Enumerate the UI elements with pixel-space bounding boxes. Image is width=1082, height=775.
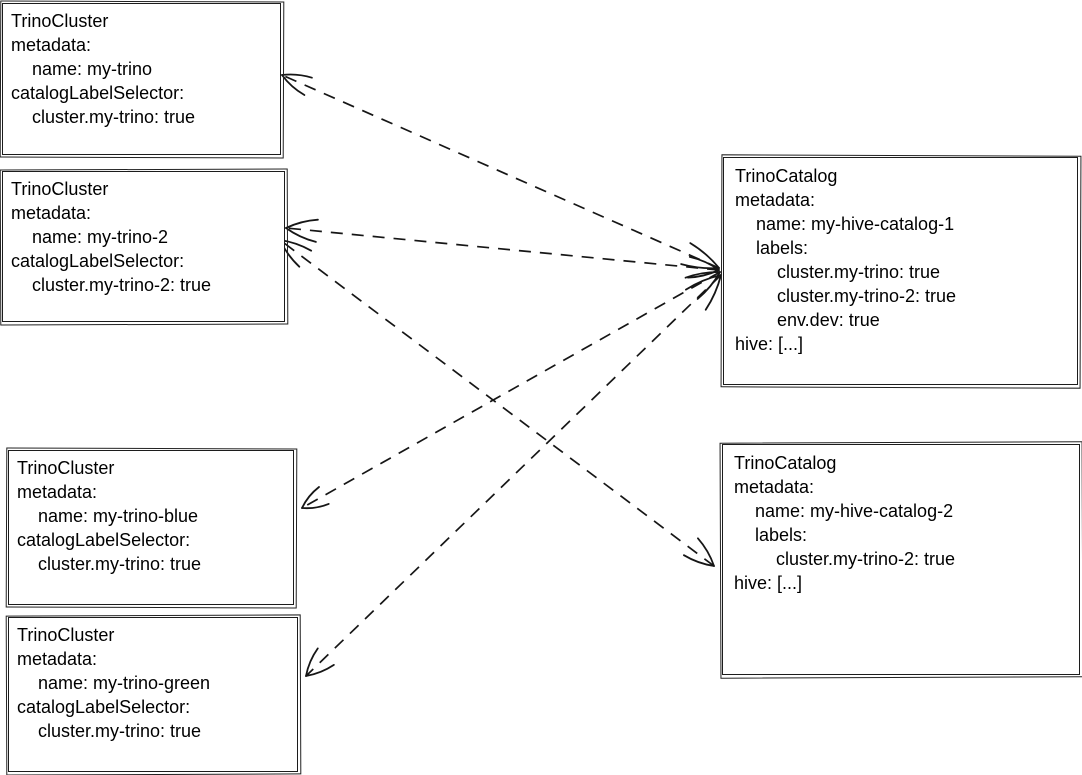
name-field: name: my-hive-catalog-2 [755, 501, 954, 521]
arrowhead [684, 271, 721, 279]
trinocluster-my-trino-2-box: TrinoCluster metadata: name: my-trino-2 … [2, 171, 285, 322]
name-field: name: my-hive-catalog-1 [756, 214, 955, 234]
metadata-label: metadata: [11, 35, 92, 55]
resource-kind: TrinoCatalog [735, 166, 838, 186]
arrowhead [688, 255, 720, 271]
arrowhead [285, 218, 319, 229]
arrowhead [305, 647, 319, 677]
trinocluster-my-trino-green-box: TrinoCluster metadata: name: my-trino-gr… [8, 617, 298, 772]
selector-entry: cluster.my-trino: true [32, 107, 196, 127]
resource-kind: TrinoCluster [11, 179, 109, 199]
label-entry: cluster.my-trino-2: true [777, 286, 957, 306]
arrowhead [697, 537, 715, 567]
trinocatalog-my-hive-catalog-2-box: TrinoCatalog metadata: name: my-hive-cat… [722, 444, 1080, 675]
metadata-label: metadata: [734, 477, 815, 497]
selector-label: catalogLabelSelector: [11, 251, 185, 271]
resource-kind: TrinoCluster [17, 625, 115, 645]
metadata-label: metadata: [17, 649, 98, 669]
arrowhead [687, 269, 720, 279]
resource-kind: TrinoCluster [11, 11, 109, 31]
labels-label: labels: [756, 238, 809, 258]
edge-my-hive-catalog-1-my-trino-green [305, 274, 722, 677]
arrowhead [301, 486, 320, 509]
trinocluster-my-trino-blue-box: TrinoCluster metadata: name: my-trino-bl… [8, 450, 294, 605]
label-entry: cluster.my-trino-2: true [776, 549, 956, 569]
arrowhead [281, 74, 306, 96]
arrowhead [685, 274, 722, 291]
arrowhead [696, 271, 721, 300]
arrowhead [281, 73, 313, 79]
arrowhead [683, 554, 715, 567]
name-field: name: my-trino [32, 59, 153, 79]
hive-field: hive: [...] [735, 334, 804, 354]
arrowhead [285, 227, 317, 243]
arrowhead [301, 503, 330, 510]
name-field: name: my-trino-blue [38, 506, 199, 526]
label-entry: env.dev: true [777, 310, 880, 330]
selector-label: catalogLabelSelector: [17, 530, 191, 550]
edge-my-hive-catalog-1-my-trino-blue [301, 271, 721, 509]
arrowhead [680, 263, 720, 270]
metadata-label: metadata: [17, 482, 98, 502]
trinocatalog-my-hive-catalog-1-box: TrinoCatalog metadata: name: my-hive-cat… [723, 157, 1078, 385]
metadata-label: metadata: [11, 203, 92, 223]
edge-my-hive-catalog-1-my-trino [281, 74, 720, 269]
name-field: name: my-trino-2 [32, 227, 169, 247]
selector-label: catalogLabelSelector: [17, 697, 191, 717]
arrowhead [689, 242, 720, 269]
selector-entry: cluster.my-trino: true [38, 721, 202, 741]
edge-my-hive-catalog-2-my-trino-2 [279, 239, 715, 567]
selector-entry: cluster.my-trino: true [38, 554, 202, 574]
edge-my-hive-catalog-1-my-trino-2 [285, 227, 720, 271]
labels-label: labels: [755, 525, 808, 545]
arrowhead [704, 274, 722, 311]
resource-kind: TrinoCatalog [734, 453, 837, 473]
resource-kind: TrinoCluster [17, 458, 115, 478]
hive-field: hive: [...] [734, 573, 803, 593]
arrowhead [305, 664, 335, 677]
selector-label: catalogLabelSelector: [11, 83, 185, 103]
selector-entry: cluster.my-trino-2: true [32, 275, 212, 295]
name-field: name: my-trino-green [38, 673, 211, 693]
trinocluster-my-trino-box: TrinoCluster metadata: name: my-trino ca… [2, 3, 281, 155]
label-entry: cluster.my-trino: true [777, 262, 941, 282]
metadata-label: metadata: [735, 190, 816, 210]
